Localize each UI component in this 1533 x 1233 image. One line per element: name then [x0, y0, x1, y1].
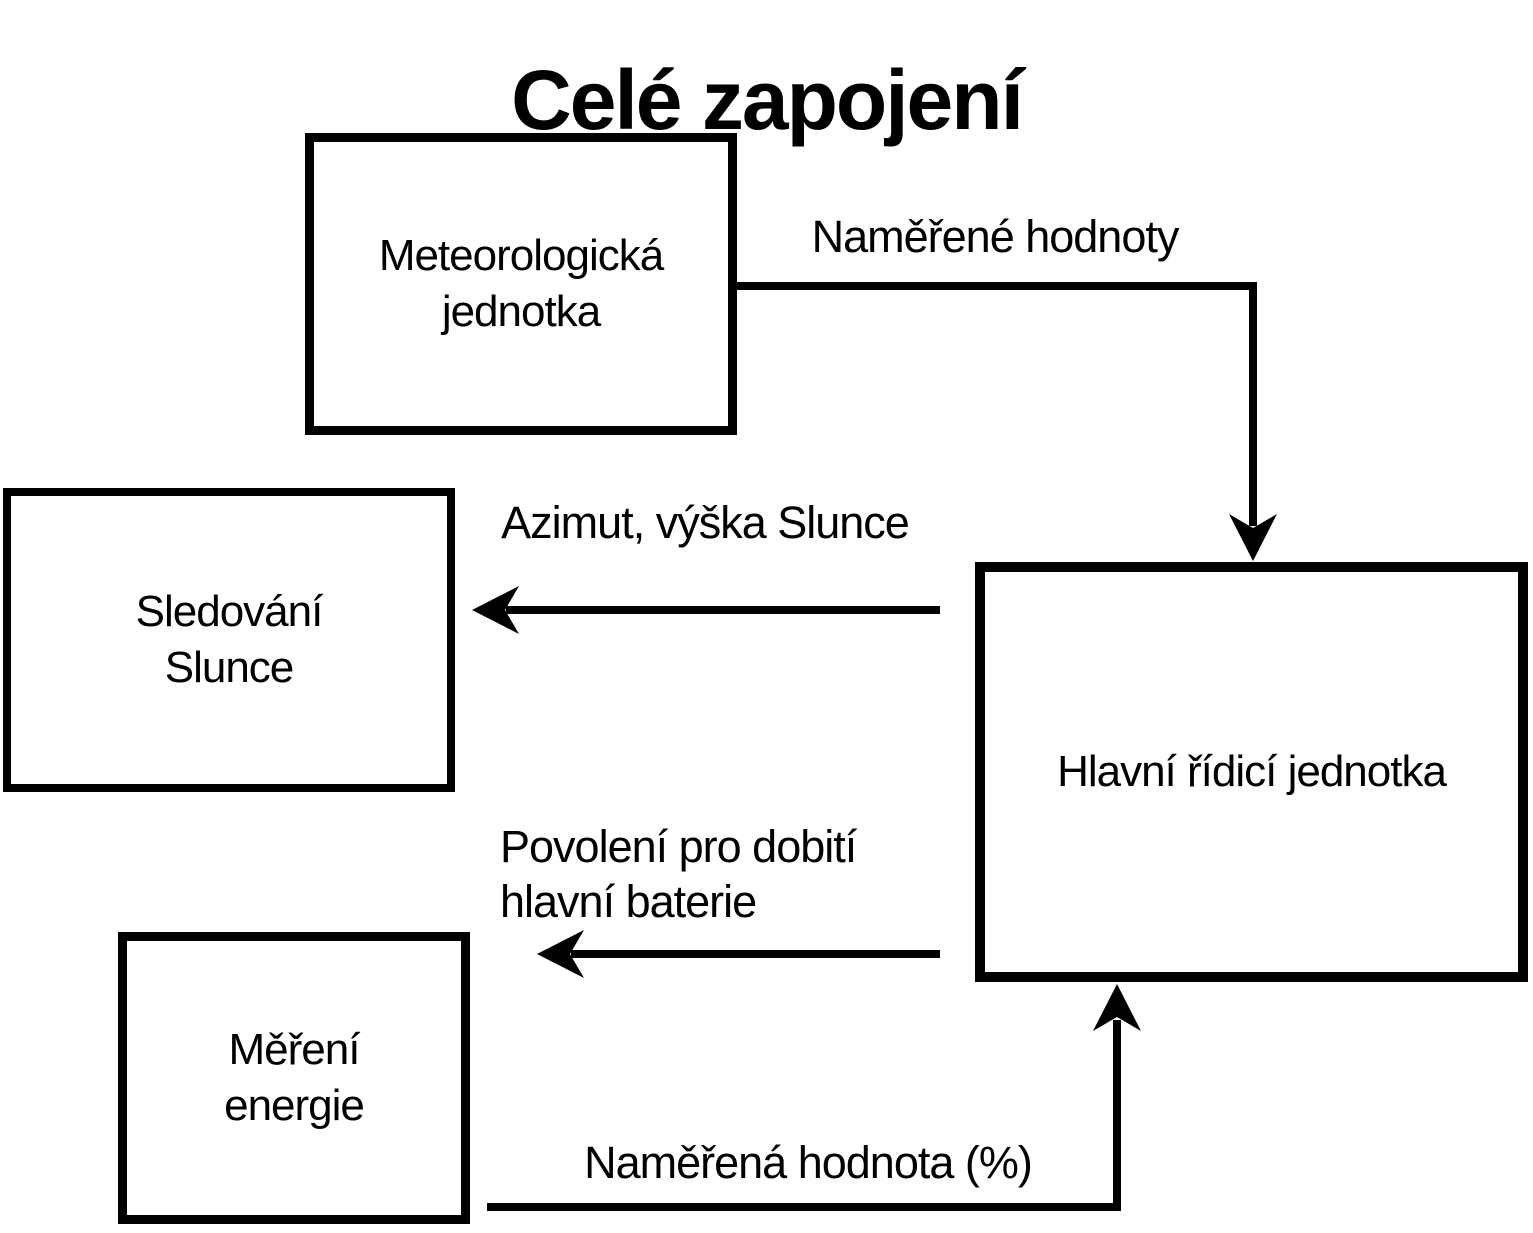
arrowhead-down-icon — [1229, 514, 1277, 561]
edge-label-line: Povolení pro dobití — [500, 821, 857, 872]
connector-energy-to-main — [487, 1020, 1121, 1211]
node-label: Měření — [228, 1024, 361, 1074]
page-title: Celé zapojení — [511, 53, 1024, 148]
node-sledovani-slunce: Sledování Slunce — [3, 488, 455, 792]
node-label: jednotka — [441, 287, 601, 336]
edge-label-namerena-hodnota-procenta: Naměřená hodnota (%) — [584, 1137, 1033, 1188]
arrowhead-left-icon — [537, 930, 584, 978]
node-label: Sledování — [135, 586, 324, 636]
node-label: energie — [224, 1081, 365, 1130]
node-label: Hlavní řídicí jednotka — [1057, 746, 1447, 796]
node-meteorologicka-jednotka: Meteorologická jednotka — [305, 133, 737, 435]
node-hlavni-ridici-jednotka: Hlavní řídicí jednotka — [975, 562, 1528, 982]
connector-meteo-to-main — [737, 282, 1257, 526]
edge-label-line: hlavní baterie — [500, 875, 757, 927]
node-label: Meteorologická — [378, 230, 664, 280]
edge-label-povoleni-pro-dobiti: Povolení pro dobití hlavní baterie — [500, 820, 857, 930]
arrowhead-left-icon — [472, 586, 519, 634]
node-mereni-energie: Měření energie — [118, 932, 470, 1224]
arrowhead-up-icon — [1093, 984, 1141, 1031]
node-label: Slunce — [164, 643, 295, 692]
edge-label-namerene-hodnoty: Naměřené hodnoty — [811, 211, 1180, 262]
edge-label-azimut-vyska-slunce: Azimut, výška Slunce — [501, 497, 910, 548]
